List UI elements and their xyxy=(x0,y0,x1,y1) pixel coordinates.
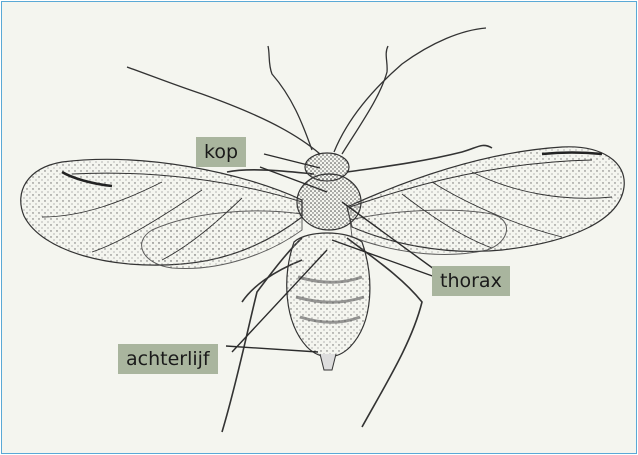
right-hindwing xyxy=(350,210,507,254)
label-achterlijf: achterlijf xyxy=(118,344,218,374)
label-thorax: thorax xyxy=(432,266,510,296)
leader-achterlijf-2 xyxy=(226,346,318,352)
thorax-body xyxy=(297,174,361,230)
abdomen xyxy=(287,233,370,370)
antennae xyxy=(127,28,486,154)
label-kop: kop xyxy=(196,137,246,167)
